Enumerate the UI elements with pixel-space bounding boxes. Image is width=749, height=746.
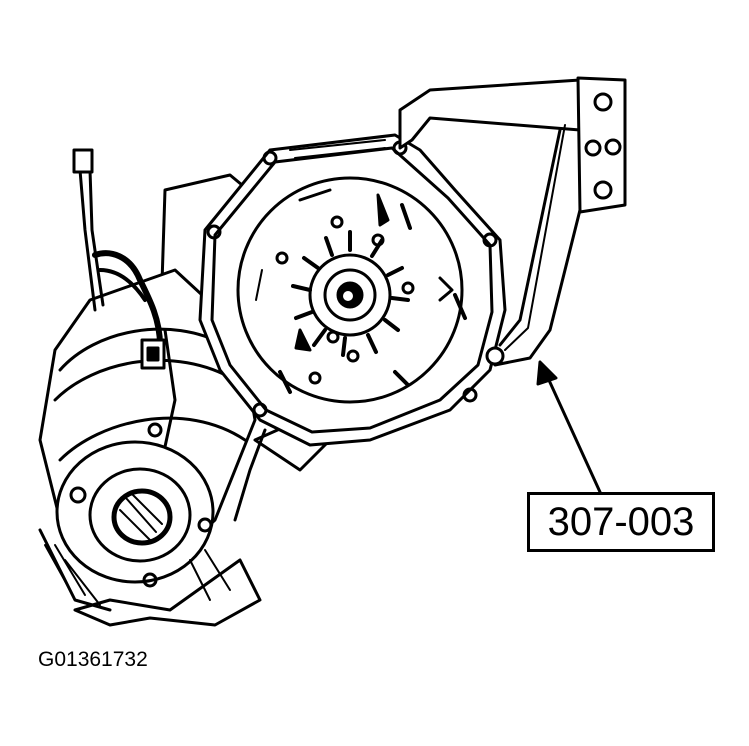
part-number-callout: 307-003: [527, 492, 715, 552]
bolt-icon: [593, 180, 613, 200]
transmission-body: [38, 173, 332, 627]
bolt-icon: [593, 92, 613, 112]
figure-id-label: G01361732: [38, 648, 148, 671]
dipstick-tube: [72, 148, 105, 312]
callout-leader-arrow: [536, 360, 602, 494]
part-number-label: 307-003: [547, 499, 695, 544]
wiring-harness: [92, 250, 166, 370]
bolt-icon: [604, 138, 622, 156]
holding-fixture-tool: [398, 76, 627, 367]
torque-converter: [236, 176, 467, 404]
bolt-icon: [584, 139, 602, 157]
